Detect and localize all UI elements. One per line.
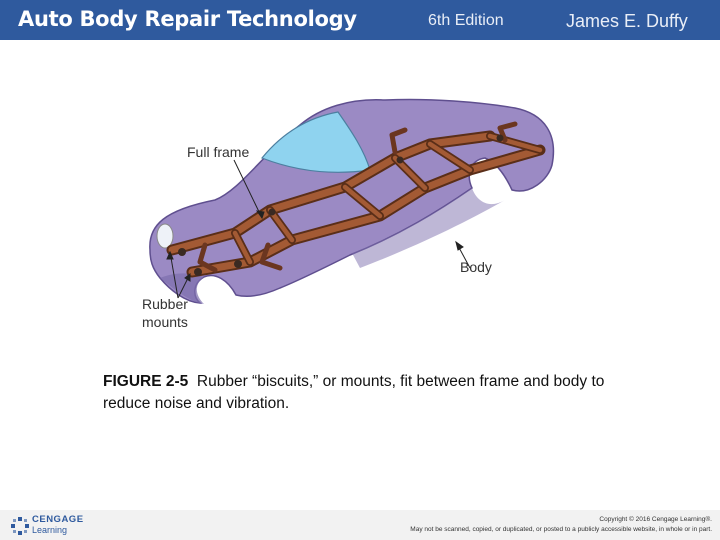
label-rubber-line2: mounts [142,314,188,330]
slide-footer: CENGAGE Learning Copyright © 2016 Cengag… [0,510,720,540]
label-rubber-line1: Rubber [142,296,188,312]
full-frame [166,121,546,278]
caption-text: Rubber “biscuits,” or mounts, fit betwee… [103,373,605,412]
cengage-logo-text: CENGAGE [32,514,84,525]
copyright-notice: May not be scanned, copied, or duplicate… [410,526,712,533]
book-author: James E. Duffy [566,11,688,31]
label-body: Body [460,259,492,275]
windshield [261,111,371,173]
car-frame-illustration: Full frame Body Rubber mounts [0,40,720,340]
leader-lines [166,159,471,299]
rubber-mounts [178,134,504,276]
label-full-frame: Full frame [187,144,250,160]
copyright-text: Copyright © 2016 Cengage Learning®. [599,516,712,523]
cengage-logo-icon [11,517,29,535]
headlight [156,223,174,249]
book-edition: 6th Edition [428,12,504,29]
book-title: Auto Body Repair Technology [18,7,357,31]
slide-header: Auto Body Repair Technology 6th Edition … [0,0,720,40]
cengage-logo-subtext: Learning [32,525,68,535]
car-drawing [149,98,555,304]
figure-number: FIGURE 2-5 [103,373,189,390]
figure-caption: FIGURE 2-5 Rubber “biscuits,” or mounts,… [103,371,623,415]
